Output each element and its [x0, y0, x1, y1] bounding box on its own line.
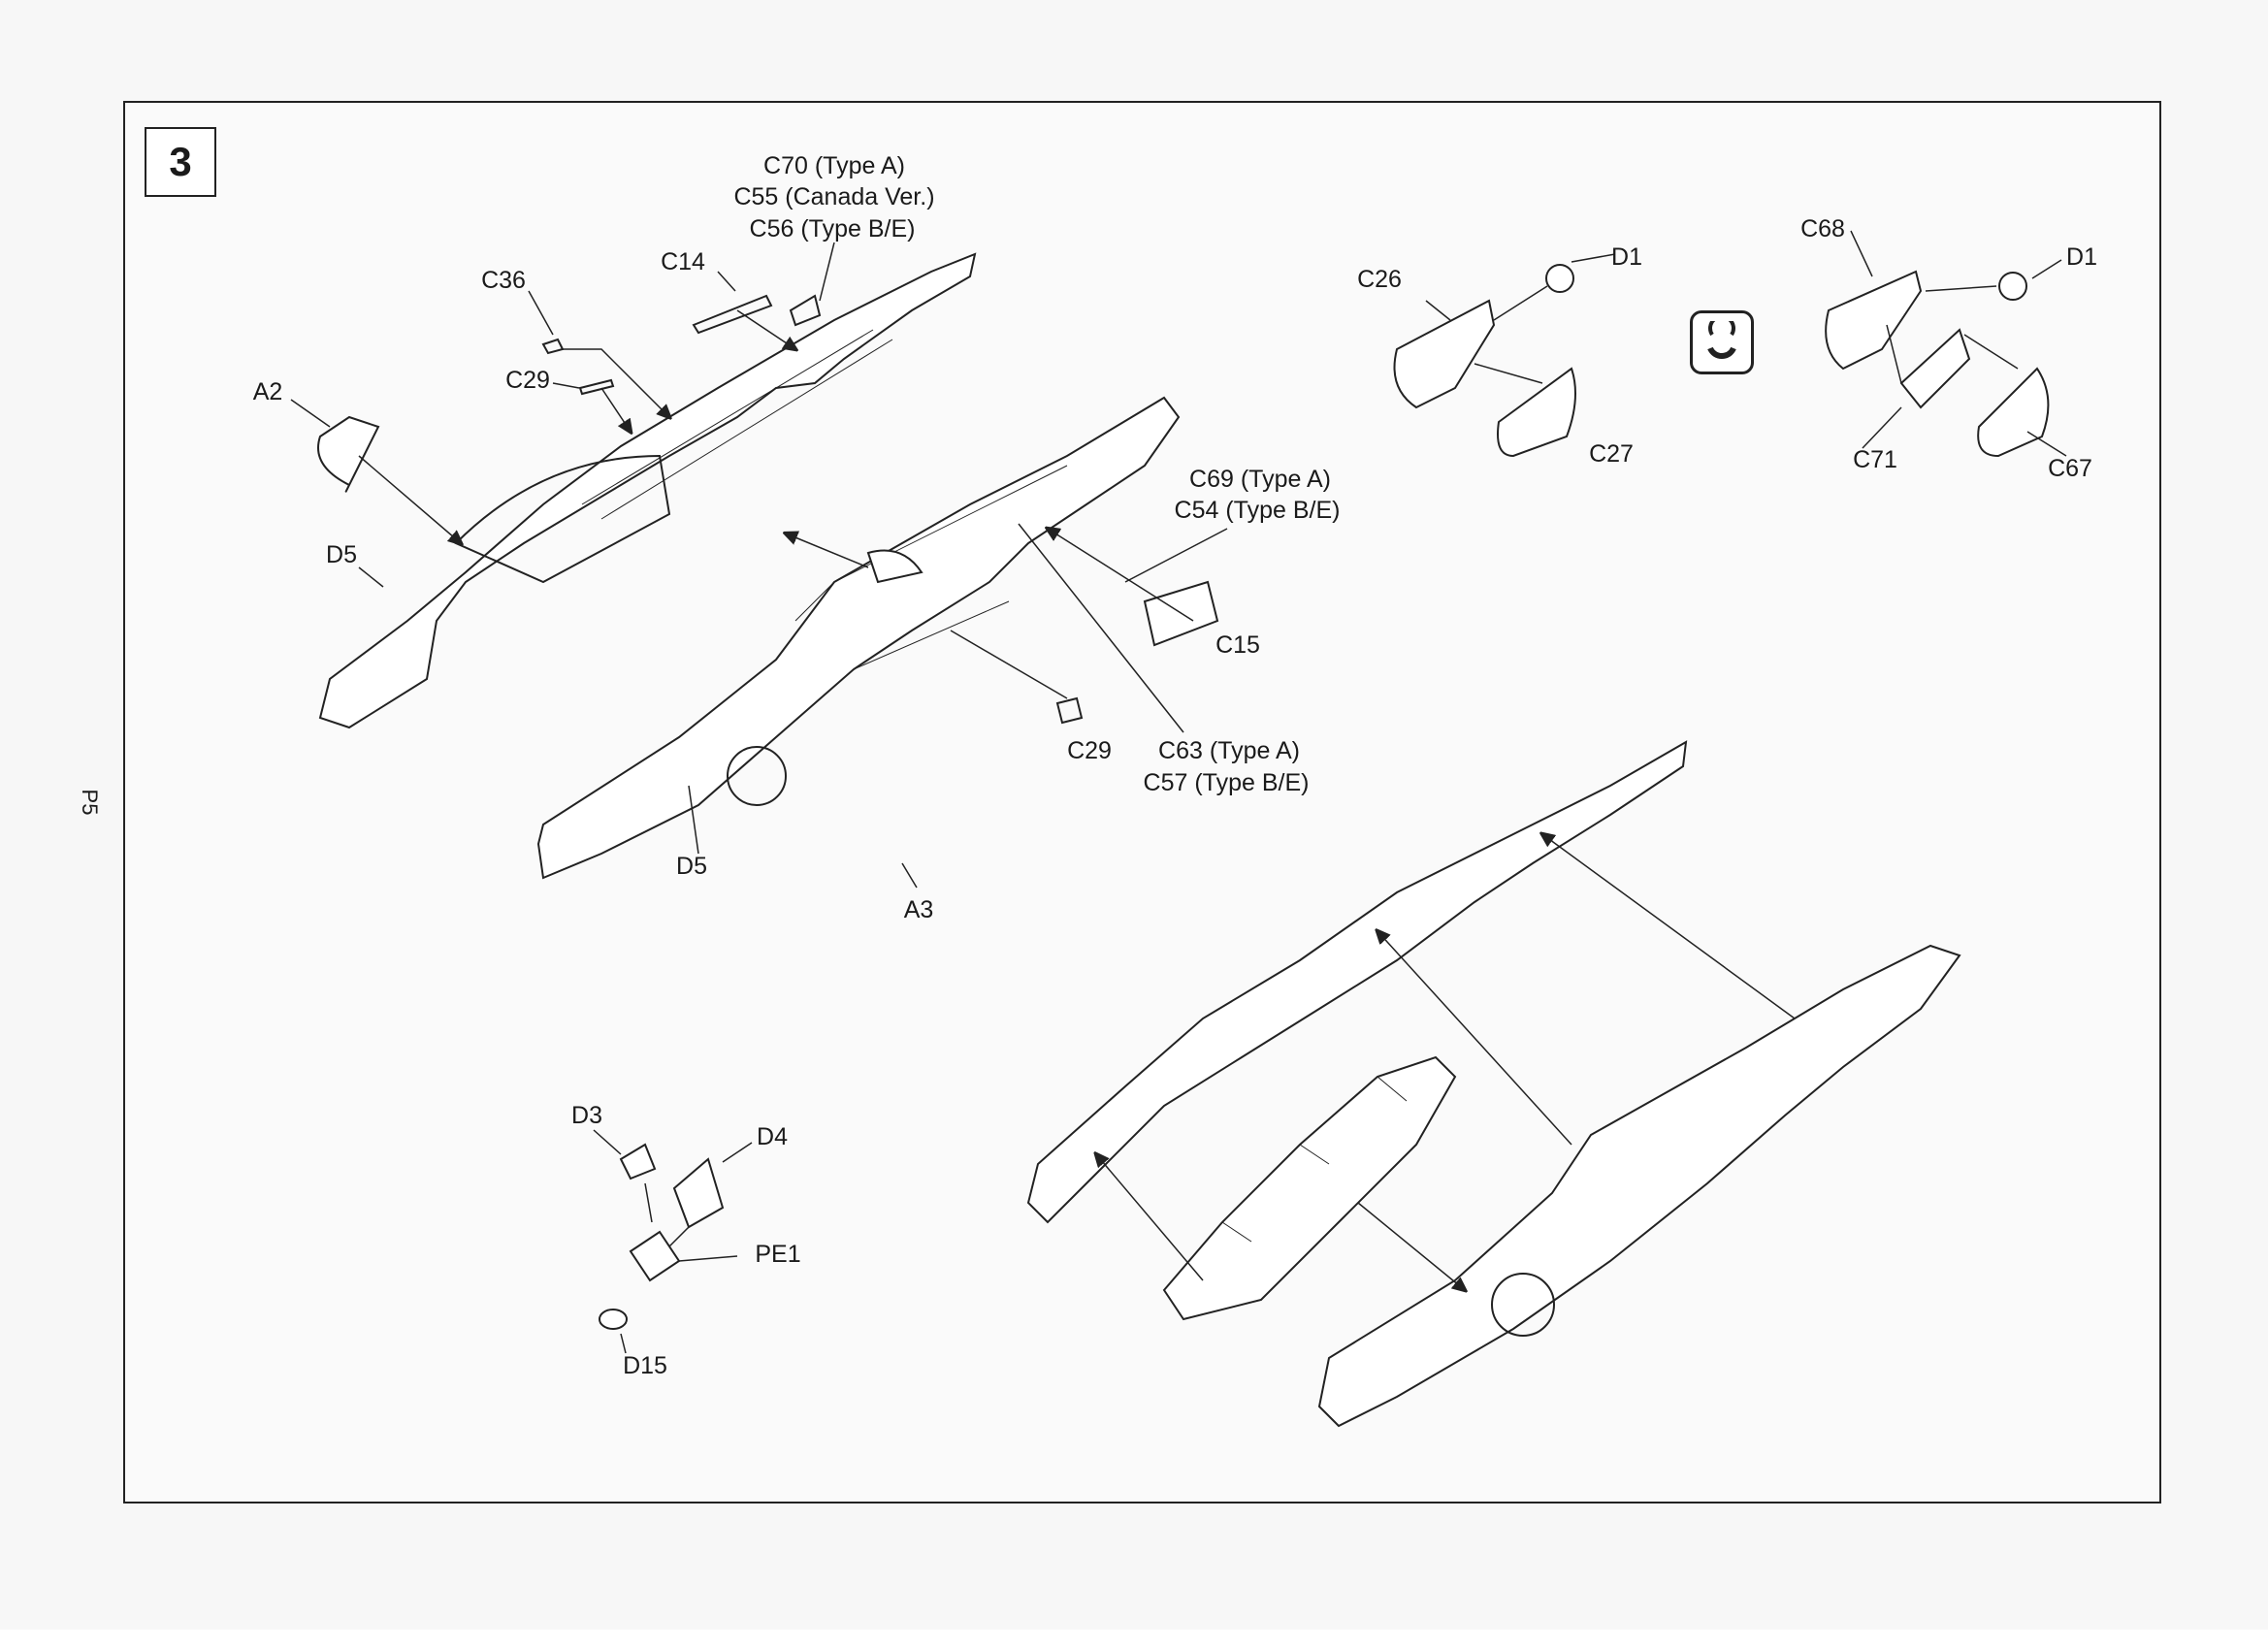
- label-c15: C15: [1215, 631, 1260, 659]
- part-c14: [692, 294, 773, 335]
- part-c29: [578, 378, 615, 396]
- part-c68-group: [1825, 230, 2067, 458]
- part-c26-group: [1393, 253, 1616, 458]
- label-c27: C27: [1589, 440, 1634, 468]
- fuselage-right-half: [536, 396, 1181, 880]
- cockpit-tub: [1162, 1055, 1457, 1321]
- part-a3: [866, 549, 923, 584]
- step-number: 3: [145, 127, 216, 197]
- label-d4: D4: [757, 1123, 788, 1150]
- part-c70: [789, 294, 822, 327]
- label-a2: A2: [252, 378, 283, 405]
- scan-edge: [0, 1630, 2268, 1649]
- label-d1-right: D1: [2066, 243, 2097, 271]
- fuselage-left-half: [318, 252, 977, 729]
- label-pe1: PE1: [755, 1241, 801, 1268]
- label-c29: C29: [505, 367, 550, 394]
- label-c71: C71: [1853, 446, 1897, 473]
- label-d1-left: D1: [1611, 243, 1642, 271]
- assembly-arrows: [1096, 834, 1796, 1290]
- step-frame: [123, 101, 2161, 1504]
- part-a2: [317, 415, 380, 493]
- label-c57: C57 (Type B/E): [1143, 769, 1310, 796]
- label-c69: C69 (Type A): [1189, 466, 1331, 493]
- label-d3: D3: [571, 1102, 602, 1129]
- label-c54: C54 (Type B/E): [1174, 497, 1341, 524]
- label-d5: D5: [326, 541, 357, 568]
- part-c29-mid: [1055, 696, 1084, 725]
- rotate-flip-icon: [1690, 310, 1754, 374]
- assembled-fuselage-left: [1026, 740, 1688, 1224]
- label-d15: D15: [623, 1352, 667, 1379]
- seat-parts: [593, 1129, 753, 1354]
- label-c70: C70 (Type A): [763, 152, 905, 179]
- label-c29-mid: C29: [1067, 737, 1112, 764]
- label-c36: C36: [481, 267, 526, 294]
- label-c14: C14: [661, 248, 705, 275]
- part-c36: [541, 338, 565, 355]
- leader-lines: [290, 242, 1228, 889]
- label-d5-mid: D5: [676, 853, 707, 880]
- label-a3: A3: [903, 896, 934, 923]
- assembled-fuselage-right: [1317, 944, 1961, 1428]
- label-c55: C55 (Canada Ver.): [733, 183, 935, 210]
- label-c67: C67: [2048, 455, 2092, 482]
- label-c26: C26: [1357, 266, 1402, 293]
- label-c68: C68: [1800, 215, 1845, 242]
- label-c63: C63 (Type A): [1158, 737, 1300, 764]
- label-c56: C56 (Type B/E): [749, 215, 916, 242]
